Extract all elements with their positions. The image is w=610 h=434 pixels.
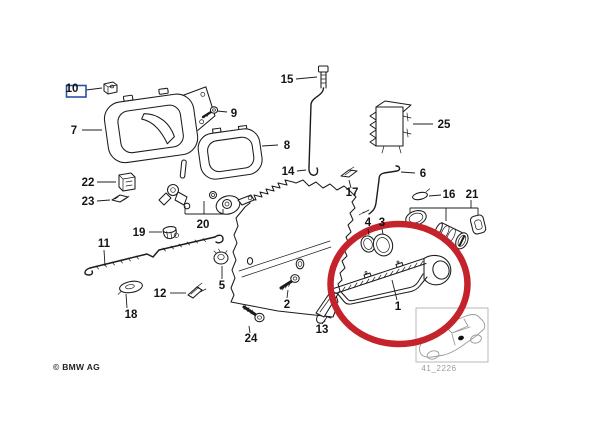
svg-text:11: 11 [98,238,111,250]
actuating-rod-drawing [84,234,224,276]
svg-text:5: 5 [219,280,226,292]
part-hotspot-23[interactable]: 23 [82,196,95,208]
car-location-inset [415,307,489,363]
copyright-text: © BMW AG [53,362,100,372]
svg-text:14: 14 [282,166,295,178]
svg-text:6: 6 [420,168,426,180]
svg-text:8: 8 [284,140,291,152]
svg-text:4: 4 [365,217,372,229]
screw-drawing [201,106,219,119]
part-hotspot-25[interactable]: 25 [438,119,451,131]
relay-block-drawing [369,100,412,154]
clip-drawing-17 [340,166,358,178]
part-labels: 1 2 3 4 5 6 7 8 9 10 11 12 13 14 15 16 1… [66,74,479,345]
lock-cylinder-assembly-drawing [405,200,487,250]
part-hotspot-15[interactable]: 15 [281,74,294,86]
part-hotspot-17[interactable]: 17 [346,187,359,199]
svg-text:13: 13 [316,324,329,336]
part-hotspot-9[interactable]: 9 [231,108,237,120]
part-hotspot-2[interactable]: 2 [284,299,290,311]
leader-lines [82,76,442,334]
part-hotspot-19[interactable]: 19 [133,227,146,239]
short-rod-drawing [358,165,401,216]
part-hotspot-6[interactable]: 6 [420,168,426,180]
lock-mechanism-drawing [158,159,255,215]
highlight-ring [327,220,471,348]
svg-text:1: 1 [395,301,402,313]
lock-rod-and-bolt-drawing [308,65,329,176]
part-hotspot-14[interactable]: 14 [282,166,295,178]
svg-text:25: 25 [438,119,451,131]
svg-text:21: 21 [466,189,479,201]
door-panel-drawing [230,179,357,318]
part-hotspot-22[interactable]: 22 [82,177,95,189]
svg-text:16: 16 [443,189,456,201]
drawing-code: 41_2226 [421,364,456,373]
part-hotspot-1[interactable]: 1 [395,301,402,313]
part-hotspot-24[interactable]: 24 [245,333,258,345]
part-hotspot-18[interactable]: 18 [125,309,138,321]
part-hotspot-16[interactable]: 16 [443,189,456,201]
handle-gasket-drawing [197,124,263,180]
clip-drawing-23 [111,194,130,203]
plate-drawing-18 [117,280,143,295]
clip-drawing-12 [187,282,207,299]
switch-block-drawing [118,172,136,192]
svg-text:7: 7 [71,125,77,137]
part-hotspot-8[interactable]: 8 [284,140,291,152]
part-hotspot-7[interactable]: 7 [71,125,77,137]
svg-text:24: 24 [245,333,258,345]
part-hotspot-20[interactable]: 20 [197,219,210,231]
svg-text:18: 18 [125,309,138,321]
selected-part-box [65,84,87,98]
part-hotspot-13[interactable]: 13 [316,324,329,336]
svg-text:9: 9 [231,108,237,120]
svg-text:15: 15 [281,74,294,86]
svg-text:22: 22 [82,177,95,189]
svg-text:12: 12 [154,288,167,300]
part-hotspot-3[interactable]: 3 [379,217,385,229]
nut-drawing-5 [213,248,229,265]
bolt-drawing-24 [242,305,265,323]
svg-text:2: 2 [284,299,290,311]
svg-text:20: 20 [197,219,210,231]
part-hotspot-5[interactable]: 5 [219,280,226,292]
svg-text:19: 19 [133,227,146,239]
svg-text:3: 3 [379,217,385,229]
bolt-drawing-2 [279,274,300,291]
svg-text:10: 10 [66,83,79,95]
interior-handle-drawing [103,86,216,164]
clip-drawing-10 [103,81,118,95]
part-hotspot-21[interactable]: 21 [466,189,479,201]
grommet-drawing-19 [162,226,179,240]
part-hotspot-11[interactable]: 11 [98,238,111,250]
part-hotspot-12[interactable]: 12 [154,288,167,300]
exterior-handle-drawing [330,254,452,305]
clip-drawing-16 [412,188,431,201]
part-hotspot-4[interactable]: 4 [365,217,372,229]
bushing-rings-drawing [360,233,394,257]
part-hotspot-10[interactable]: 10 [66,83,79,95]
svg-text:23: 23 [82,196,95,208]
door-handle-location-dot [458,335,464,341]
svg-text:17: 17 [346,187,359,199]
